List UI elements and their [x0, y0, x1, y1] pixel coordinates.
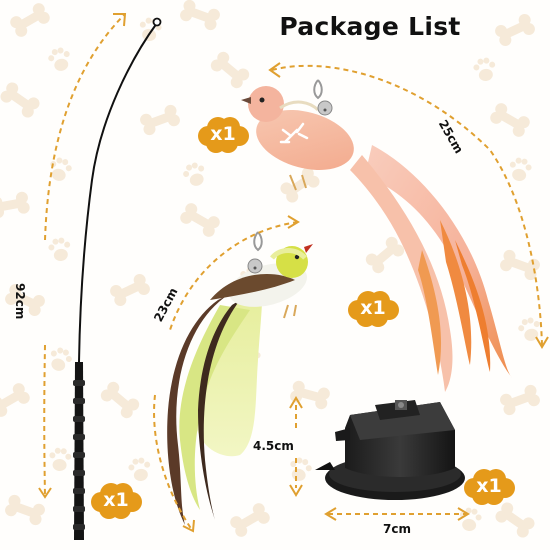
- green-bird-arrow-heads: [182, 215, 300, 533]
- pink-bird-arrow-heads: [268, 62, 549, 349]
- cloud-badge-icon: [198, 117, 249, 153]
- wand-arrow-heads: [38, 13, 127, 499]
- wand-length-label: 92cm: [13, 283, 27, 320]
- pink-bird-length-arrow: [271, 64, 543, 346]
- base-quantity-label: x1: [476, 475, 502, 497]
- pink-bird-quantity-label: x1: [210, 123, 236, 145]
- pink-bird-illustration: [241, 79, 512, 392]
- green-bird-quantity-badge: x1: [346, 288, 400, 328]
- cloud-badge-icon: [464, 469, 515, 505]
- base-height-label: 4.5cm: [253, 439, 294, 453]
- green-bird-quantity-label: x1: [360, 297, 386, 319]
- wand-quantity-label: x1: [103, 489, 129, 511]
- pink-bird-quantity-badge: x1: [196, 114, 250, 154]
- base-width-arrow-heads: [324, 507, 470, 521]
- wand-quantity-badge: x1: [89, 480, 143, 520]
- base-width-label: 7cm: [383, 522, 411, 536]
- suction-base-illustration: [315, 400, 465, 500]
- green-bird-length-arrow: [153, 221, 299, 531]
- cloud-badge-icon: [348, 291, 399, 327]
- base-quantity-badge: x1: [462, 466, 516, 506]
- green-bird-illustration: [167, 231, 313, 525]
- page-title: Package List: [279, 12, 461, 41]
- cloud-badge-icon: [91, 483, 142, 519]
- base-height-arrow-heads: [289, 396, 303, 497]
- wand-length-arrow: [43, 14, 125, 497]
- teaser-wand-illustration: [73, 17, 162, 540]
